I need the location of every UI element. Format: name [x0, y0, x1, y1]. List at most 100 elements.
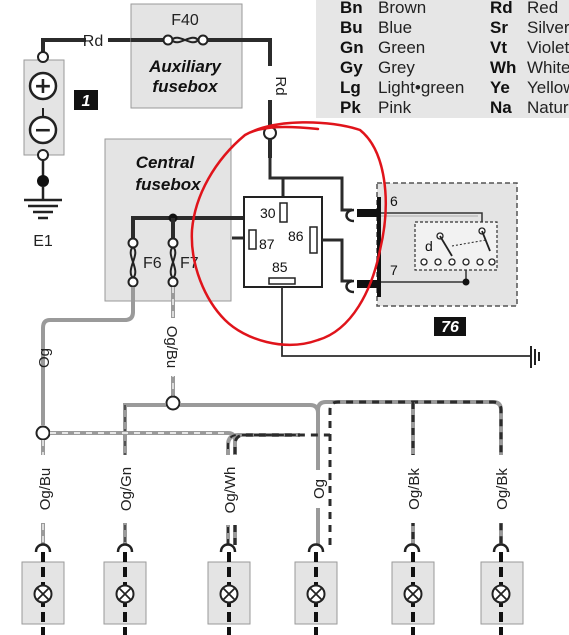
switch-lever	[481, 230, 491, 252]
key-code: Vt	[490, 38, 507, 57]
wire-relay-86	[322, 238, 352, 283]
wire-bus-left	[123, 403, 166, 412]
fuse-icon	[162, 34, 209, 46]
key-code: Bn	[340, 0, 363, 17]
wire-label-load: Og/Wh	[222, 467, 239, 514]
connector-plug	[345, 208, 355, 223]
switch-pin-label-6: 6	[390, 193, 398, 209]
key-name: Green	[378, 38, 425, 57]
junction-node	[35, 425, 51, 441]
relay-pin-30	[279, 202, 288, 223]
wire-relay-30-87	[268, 158, 352, 212]
central-fusebox: Central fusebox F6 F7	[104, 138, 244, 302]
wire-relay-85-ground	[281, 287, 530, 357]
relay-pin-label: 30	[260, 205, 276, 221]
color-key: Bn Brown Bu Blue Gn Green Gy Grey Lg Lig…	[316, 0, 569, 118]
red-circle-annotation	[190, 121, 387, 347]
key-code: Gn	[340, 38, 364, 57]
wire-og-wh-branch-stripe	[227, 434, 300, 545]
key-code: Rd	[490, 0, 513, 17]
key-code: Pk	[340, 98, 361, 117]
connector-pin	[357, 280, 377, 288]
battery-badge	[74, 90, 98, 110]
key-name: Silver	[527, 18, 569, 37]
switch-badge-label: 76	[441, 319, 459, 336]
key-name: Natural	[527, 98, 569, 117]
switch-badge	[434, 317, 466, 336]
relay: 30 87 86 85	[232, 158, 540, 368]
wire-label-og: Og	[36, 348, 53, 368]
relay-pin-label: 85	[272, 259, 288, 275]
junction-node	[462, 278, 470, 286]
terminal-node	[37, 51, 49, 63]
plus-terminal-icon	[28, 71, 58, 101]
key-code: Ye	[490, 78, 510, 97]
key-code: Na	[490, 98, 512, 117]
wire-label-load: Og/Bk	[494, 468, 511, 510]
key-code: Lg	[340, 78, 361, 97]
wire-og-wh	[50, 431, 237, 545]
wire-battery-to-aux	[41, 38, 86, 60]
key-name: White	[527, 58, 569, 77]
connector-pin	[357, 209, 377, 217]
relay-pin-86	[309, 226, 318, 254]
central-fusebox-title-2: fusebox	[135, 175, 202, 194]
fuse-label-f6: F6	[143, 255, 162, 272]
wire-fusebox-feed	[131, 216, 244, 240]
label-backdrop	[403, 455, 423, 523]
wire-og-f6	[41, 287, 135, 425]
wire-label-og-bu: Og/Bu	[163, 326, 180, 369]
switch-76: 6 7 d 76	[345, 182, 518, 336]
battery: + − E1 1	[23, 38, 98, 250]
key-name: Pink	[378, 98, 412, 117]
lamp-loads	[21, 543, 524, 635]
wire-label-rd-vertical: Rd	[272, 76, 289, 95]
wire-og-bk-stripe	[328, 400, 503, 545]
lamp-load	[21, 543, 65, 635]
wire-og-wh-dark	[233, 433, 330, 545]
key-code: Bu	[340, 18, 363, 37]
terminal-node	[37, 149, 49, 161]
lamp-load	[207, 543, 251, 635]
lamp-load	[103, 543, 147, 635]
ground-node	[37, 175, 49, 187]
key-name: Grey	[378, 58, 415, 77]
ground-label: E1	[33, 233, 53, 250]
fuse-f7-icon	[167, 237, 179, 288]
ground-icon	[24, 198, 62, 220]
ground-icon	[530, 346, 540, 368]
switch-pin-label-7: 7	[390, 262, 398, 278]
aux-fusebox-title-1: Auxiliary	[148, 57, 222, 76]
relay-pin-87	[248, 229, 257, 250]
battery-badge-label: 1	[82, 93, 91, 110]
switch-lever	[439, 235, 453, 257]
central-fusebox-title-1: Central	[136, 153, 196, 172]
lamp-load	[480, 543, 524, 635]
label-backdrop	[308, 470, 328, 508]
label-backdrop	[491, 455, 511, 523]
key-code: Wh	[490, 58, 516, 77]
key-code: Gy	[340, 58, 363, 77]
wire-bus-og	[180, 403, 320, 545]
plus-sign: +	[34, 74, 52, 99]
relay-pin-label: 87	[259, 236, 275, 252]
label-backdrop	[34, 455, 54, 523]
auxiliary-fusebox: F40 Auxiliary fusebox	[130, 3, 272, 109]
label-backdrop	[115, 455, 135, 523]
relay-pin-label: 86	[288, 228, 304, 244]
wire-label-rd: Rd	[83, 33, 103, 50]
fuse-label-f40: F40	[171, 12, 199, 29]
switch-link	[451, 239, 487, 247]
connector-bar	[377, 197, 381, 297]
lamp-load	[294, 543, 338, 635]
key-name: Light•green	[378, 78, 464, 97]
contact-nodes	[420, 258, 496, 266]
connector-plug	[345, 279, 355, 294]
wire-label-load: Og/Bk	[406, 468, 423, 510]
junction-node	[165, 395, 181, 411]
color-key-panel	[316, 0, 569, 118]
relay-pin-85	[268, 277, 296, 285]
minus-sign: −	[34, 118, 52, 143]
key-name: Yellow	[527, 78, 569, 97]
wire-label-load: Og	[311, 479, 328, 499]
